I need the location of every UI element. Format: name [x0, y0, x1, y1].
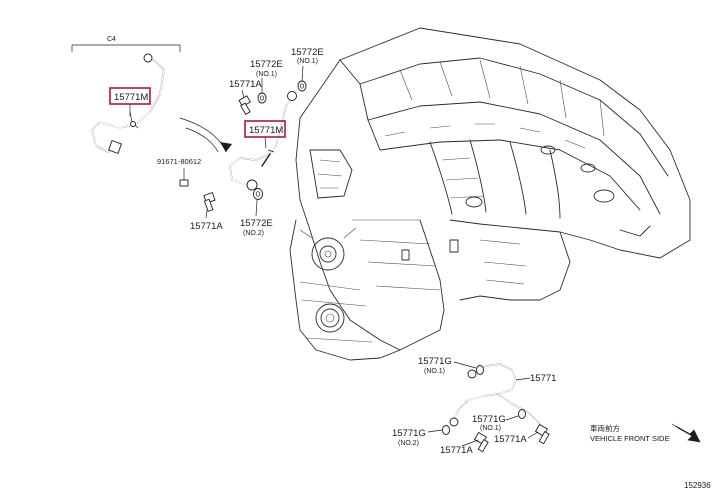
- fitting-end: [108, 140, 122, 154]
- callout-bolt-left[interactable]: 15771A: [190, 221, 223, 232]
- bolt-lower-right-icon: [534, 423, 550, 445]
- callout-hose-main-inset[interactable]: 15771M: [114, 92, 148, 103]
- vehicle-direction-note: 車両前方 VEHICLE FRONT SIDE: [590, 423, 701, 443]
- callout-gasket-g-no2[interactable]: 15771G: [392, 428, 426, 439]
- callout-gasket-g-no1-sub: (NO.1): [424, 368, 445, 375]
- center-hose-assembly: 15771M: [229, 91, 297, 191]
- callout-hose-main-center[interactable]: 15771M: [249, 125, 283, 136]
- bolt-lower-left-icon: [473, 431, 489, 453]
- hose-fitting-lower-b: [449, 417, 459, 427]
- arrow-inset-to-engine: [179, 117, 232, 153]
- lower-hose-assembly: 15771 15771G (NO.1) 15771G (NO.1) 15771G…: [392, 356, 556, 456]
- callout-gasket-no2[interactable]: 15772E: [240, 218, 273, 229]
- hose-fitting-upper: [287, 91, 297, 101]
- callout-bolt-lower-left[interactable]: 15771A: [440, 445, 473, 456]
- bolt-upper-icon: [238, 95, 251, 115]
- callout-gasket-no1-top-sub: (NO.1): [256, 71, 277, 78]
- direction-line2: VEHICLE FRONT SIDE: [590, 434, 669, 443]
- plug-icon: [179, 179, 189, 187]
- gasket-icon: [518, 409, 526, 419]
- callout-gasket-no1-right[interactable]: 15772E: [291, 47, 324, 58]
- gasket-icon: [476, 365, 484, 375]
- gasket-icon: [257, 92, 267, 104]
- hose-fitting-lower: [246, 179, 258, 191]
- callout-gasket-no2-sub: (NO.2): [243, 230, 264, 237]
- inset-label: C4: [107, 36, 116, 43]
- bolt-left-icon: [203, 191, 216, 212]
- gasket-icon: [442, 425, 450, 435]
- callout-gasket-no1-right-sub: (NO.1): [297, 58, 318, 65]
- direction-line1: 車両前方: [590, 423, 620, 433]
- callout-gasket-no1-top[interactable]: 15772E: [250, 59, 283, 70]
- callout-plug[interactable]: 91671-80612: [157, 157, 201, 166]
- callout-gasket-g-no1-b[interactable]: 15771G: [472, 414, 506, 425]
- reference-number: 152936: [684, 481, 711, 490]
- gasket-icon: [297, 80, 307, 92]
- callout-gasket-g-no2-sub: (NO.2): [398, 440, 419, 447]
- inset-detail: C4 15771M: [71, 36, 181, 154]
- center-small-parts: 15771A 15772E (NO.1) 15772E (NO.1) 91671…: [157, 47, 324, 237]
- direction-arrow-icon: [671, 423, 701, 443]
- hose-fitting-lower-a: [467, 369, 477, 379]
- callout-bolt-lower-right[interactable]: 15771A: [494, 434, 527, 445]
- callout-hose-lower[interactable]: 15771: [530, 373, 556, 384]
- fitting-top: [143, 53, 153, 63]
- callout-gasket-g-no1-b-sub: (NO.1): [480, 425, 501, 432]
- callout-gasket-g-no1[interactable]: 15771G: [418, 356, 452, 367]
- engine-block: [289, 27, 691, 361]
- callout-bolt-upper[interactable]: 15771A: [229, 79, 262, 90]
- gasket-icon: [253, 188, 263, 200]
